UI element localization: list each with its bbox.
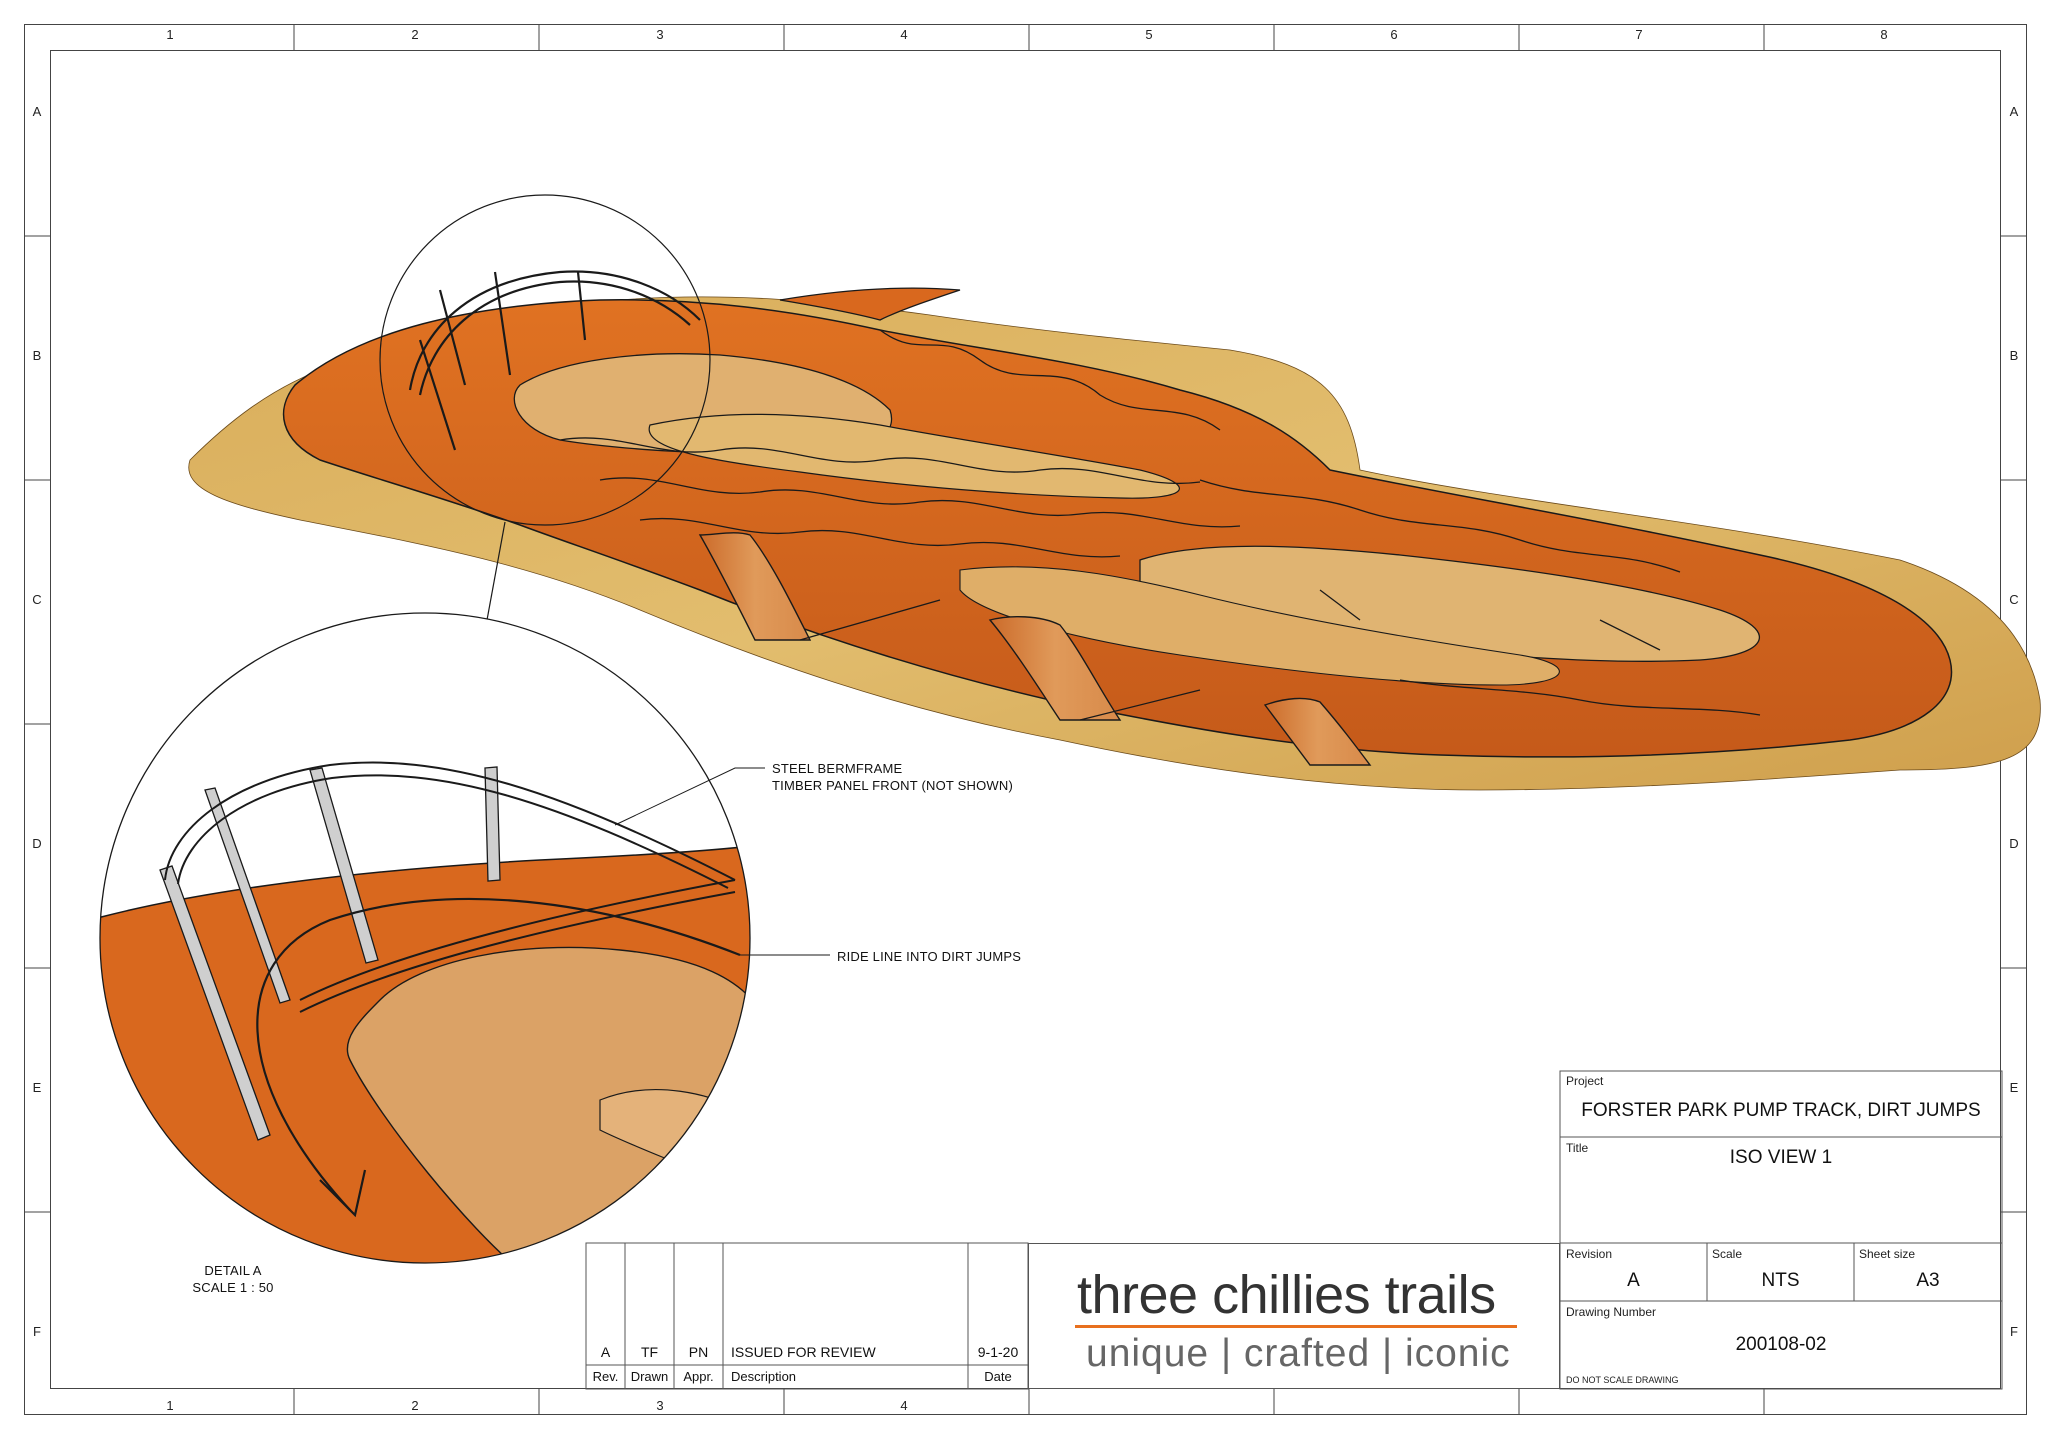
zone-row-label: E bbox=[32, 1080, 42, 1095]
infield-4 bbox=[959, 566, 1560, 686]
zone-row-label: C bbox=[32, 592, 42, 607]
zone-col-label: 5 bbox=[1145, 27, 1153, 42]
berm-frame-arc bbox=[408, 270, 701, 391]
ride-line-arrow bbox=[256, 897, 741, 1211]
do-not-scale-note: DO NOT SCALE DRAWING bbox=[1566, 1375, 1679, 1385]
ridge-line bbox=[639, 517, 1121, 558]
detail-a-title: DETAIL A bbox=[204, 1263, 262, 1278]
zone-col-label: 2 bbox=[411, 27, 419, 42]
berm-wedge bbox=[779, 287, 961, 321]
detail-frame-rail bbox=[299, 879, 736, 1001]
zone-row-label: B bbox=[2009, 348, 2019, 363]
roller-jump bbox=[988, 616, 1122, 721]
section-line bbox=[1319, 589, 1361, 621]
zone-row-label: B bbox=[32, 348, 42, 363]
sheet-size-value: A3 bbox=[1916, 1270, 1940, 1291]
detail-leader bbox=[486, 521, 506, 621]
berm-frame-arc bbox=[418, 280, 691, 396]
detail-frame-post bbox=[309, 767, 379, 964]
revision-label: Revision bbox=[1566, 1247, 1613, 1261]
description-cell: ISSUED FOR REVIEW bbox=[731, 1344, 876, 1360]
ridge-line bbox=[1199, 479, 1681, 573]
zone-col-label: 1 bbox=[166, 1398, 174, 1413]
zone-col-label: 6 bbox=[1390, 27, 1398, 42]
project-value: FORSTER PARK PUMP TRACK, DIRT JUMPS bbox=[1581, 1100, 1981, 1121]
drawing-number-label: Drawing Number bbox=[1566, 1305, 1657, 1319]
ridge-line bbox=[599, 477, 1241, 528]
zone-row-label: A bbox=[32, 104, 42, 119]
project-label: Project bbox=[1566, 1074, 1604, 1088]
zone-row-label: F bbox=[33, 1324, 41, 1339]
roller-jump bbox=[1263, 697, 1372, 766]
steel-frame-note-line2: TIMBER PANEL FRONT (NOT SHOWN) bbox=[772, 778, 1013, 793]
drawing-number-value: 200108-02 bbox=[1735, 1334, 1827, 1355]
ridge-line bbox=[559, 437, 1201, 485]
berm-frame-post bbox=[493, 271, 512, 376]
zone-col-label: 3 bbox=[656, 27, 664, 42]
ride-line-note: RIDE LINE INTO DIRT JUMPS bbox=[837, 949, 1022, 964]
zone-col-label: 1 bbox=[166, 27, 174, 42]
date-cell: 9-1-20 bbox=[977, 1344, 1019, 1360]
zone-row-label: D bbox=[32, 836, 42, 851]
zone-col-label: 2 bbox=[411, 1398, 419, 1413]
title-value: ISO VIEW 1 bbox=[1729, 1147, 1833, 1168]
zone-row-label: E bbox=[2009, 1080, 2019, 1095]
detail-a-label: DETAIL A SCALE 1 : 50 bbox=[178, 1262, 288, 1296]
detail-frame-rail bbox=[299, 891, 736, 1013]
zone-row-label: C bbox=[2009, 592, 2019, 607]
berm-frame-post bbox=[576, 271, 587, 341]
steel-frame-leader bbox=[614, 767, 765, 826]
zone-row-label: F bbox=[2010, 1324, 2018, 1339]
title-label: Title bbox=[1566, 1141, 1589, 1155]
berm-frame-post bbox=[438, 289, 467, 386]
roller-jump bbox=[698, 532, 812, 641]
ride-line-arrowhead bbox=[319, 1169, 367, 1218]
section-line bbox=[799, 599, 941, 641]
rev-cell: A bbox=[600, 1344, 611, 1360]
logo-underline bbox=[1075, 1325, 1517, 1328]
section-line bbox=[1079, 689, 1201, 721]
zone-col-label: 4 bbox=[900, 27, 908, 42]
detail-a-circle bbox=[99, 612, 751, 1264]
appr-cell: PN bbox=[688, 1344, 709, 1360]
date-header: Date bbox=[984, 1369, 1012, 1384]
detail-a-scale: SCALE 1 : 50 bbox=[192, 1280, 274, 1295]
detail-frame-post bbox=[204, 787, 291, 1004]
zone-col-label: 3 bbox=[656, 1398, 664, 1413]
detail-frame-arc bbox=[177, 774, 729, 889]
company-logo: three chillies trails unique | crafted |… bbox=[1028, 1243, 1560, 1389]
detail-frame-arc bbox=[164, 761, 736, 881]
logo-tagline: unique | crafted | iconic bbox=[1086, 1332, 1511, 1375]
drawn-cell: TF bbox=[640, 1344, 659, 1360]
zone-row-label: A bbox=[2009, 104, 2019, 119]
steel-frame-note: STEEL BERMFRAME TIMBER PANEL FRONT (NOT … bbox=[772, 760, 1013, 794]
appr-header: Appr. bbox=[683, 1369, 714, 1384]
drawn-header: Drawn bbox=[630, 1369, 669, 1384]
zone-col-label: 8 bbox=[1880, 27, 1888, 42]
infield-2 bbox=[648, 413, 1180, 499]
ridge-line bbox=[1399, 679, 1761, 716]
sheet-size-label: Sheet size bbox=[1859, 1247, 1916, 1261]
steel-frame-note-line1: STEEL BERMFRAME bbox=[772, 761, 903, 776]
scale-label: Scale bbox=[1712, 1247, 1743, 1261]
description-header: Description bbox=[731, 1369, 797, 1384]
ridge-line bbox=[879, 329, 1221, 431]
detail-frame-post bbox=[484, 766, 501, 882]
zone-col-label: 4 bbox=[900, 1398, 908, 1413]
section-line bbox=[1599, 619, 1661, 651]
revision-value: A bbox=[1627, 1270, 1640, 1291]
detail-callout-circle bbox=[379, 194, 711, 526]
logo-name: three chillies trails bbox=[1077, 1265, 1496, 1325]
zone-col-label: 7 bbox=[1635, 27, 1643, 42]
scale-value: NTS bbox=[1761, 1270, 1800, 1291]
zone-row-label: D bbox=[2009, 836, 2019, 851]
rev-header: Rev. bbox=[592, 1369, 619, 1384]
berm-frame-post bbox=[418, 339, 457, 451]
